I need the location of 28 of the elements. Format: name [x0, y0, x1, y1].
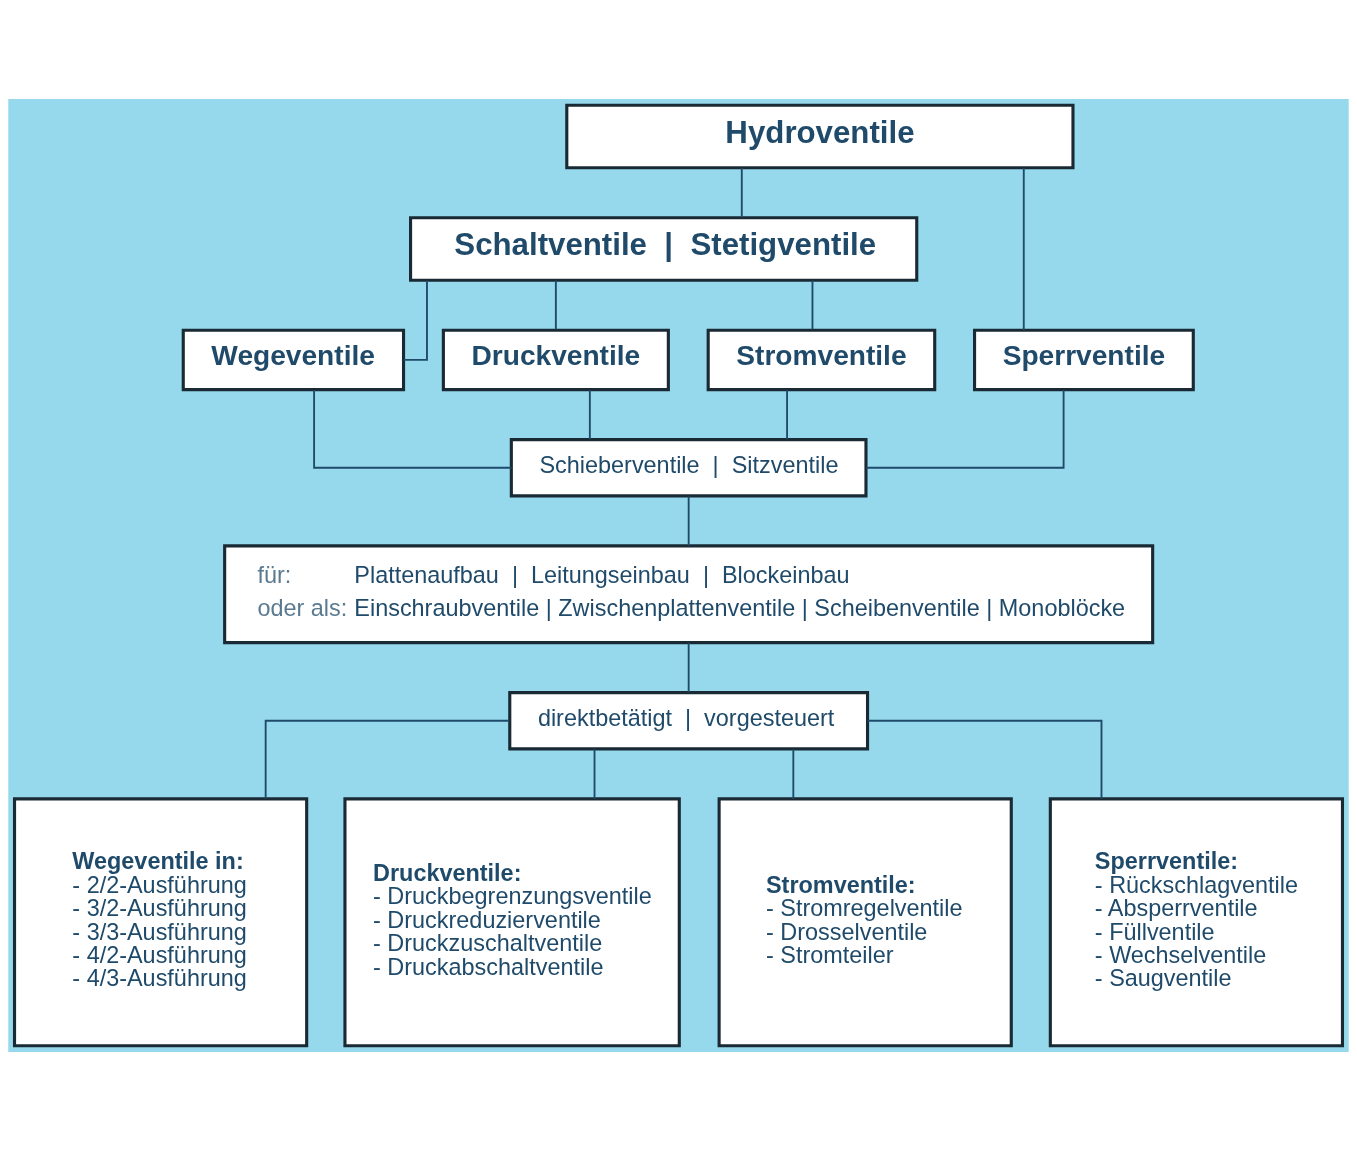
node-box: für: Plattenaufbau | Leitungseinbau | Blockeinbau oder als: Einschraubventile | Zwischenplattenventile | Scheibenventile | Monoblöcke: [223, 544, 1155, 645]
node-box: direktbetätigt | vorgesteuert: [508, 691, 870, 751]
node-box: Stromventile: [706, 328, 937, 392]
connector: [554, 279, 557, 331]
node-box: Druckventile: - Druckbegrenzungsventile - Druckreduzierventile - Druckzuschaltventile - Druckabschaltventile: [343, 797, 681, 1048]
node-box: Wegeventile: [181, 328, 406, 392]
connector: [786, 389, 788, 441]
node-box: Sperrventile: [973, 328, 1195, 392]
connector: [811, 279, 814, 331]
connector: [588, 389, 591, 441]
connector: [687, 641, 690, 694]
connector: [865, 389, 1065, 469]
connector: [792, 748, 795, 800]
connector: [593, 748, 596, 800]
node-box: Wegeventile in: - 2/2-Ausführung - 3/2-Ausführung - 3/3-Ausführung - 4/2-Ausführung - 4/3-Ausführung: [12, 797, 309, 1048]
node-box: Schieberventile | Sitzventile: [509, 438, 868, 498]
connector: [264, 719, 511, 800]
node-box: Druckventile: [441, 328, 670, 392]
connector: [313, 389, 513, 469]
connector: [402, 279, 428, 361]
connector: [740, 166, 743, 219]
connector: [867, 719, 1103, 800]
connector: [687, 495, 690, 547]
node-box: Hydroventile: [565, 103, 1075, 170]
connector: [1022, 167, 1025, 331]
node-box: Sperrventile: - Rückschlagventile - Absperrventile - Füllventile - Wechselventile - Saugventile: [1048, 797, 1345, 1048]
node-box: Stromventile: - Stromregelventile - Drosselventile - Stromteiler: [717, 797, 1013, 1048]
node-box: Schaltventile | Stetigventile: [409, 216, 919, 282]
